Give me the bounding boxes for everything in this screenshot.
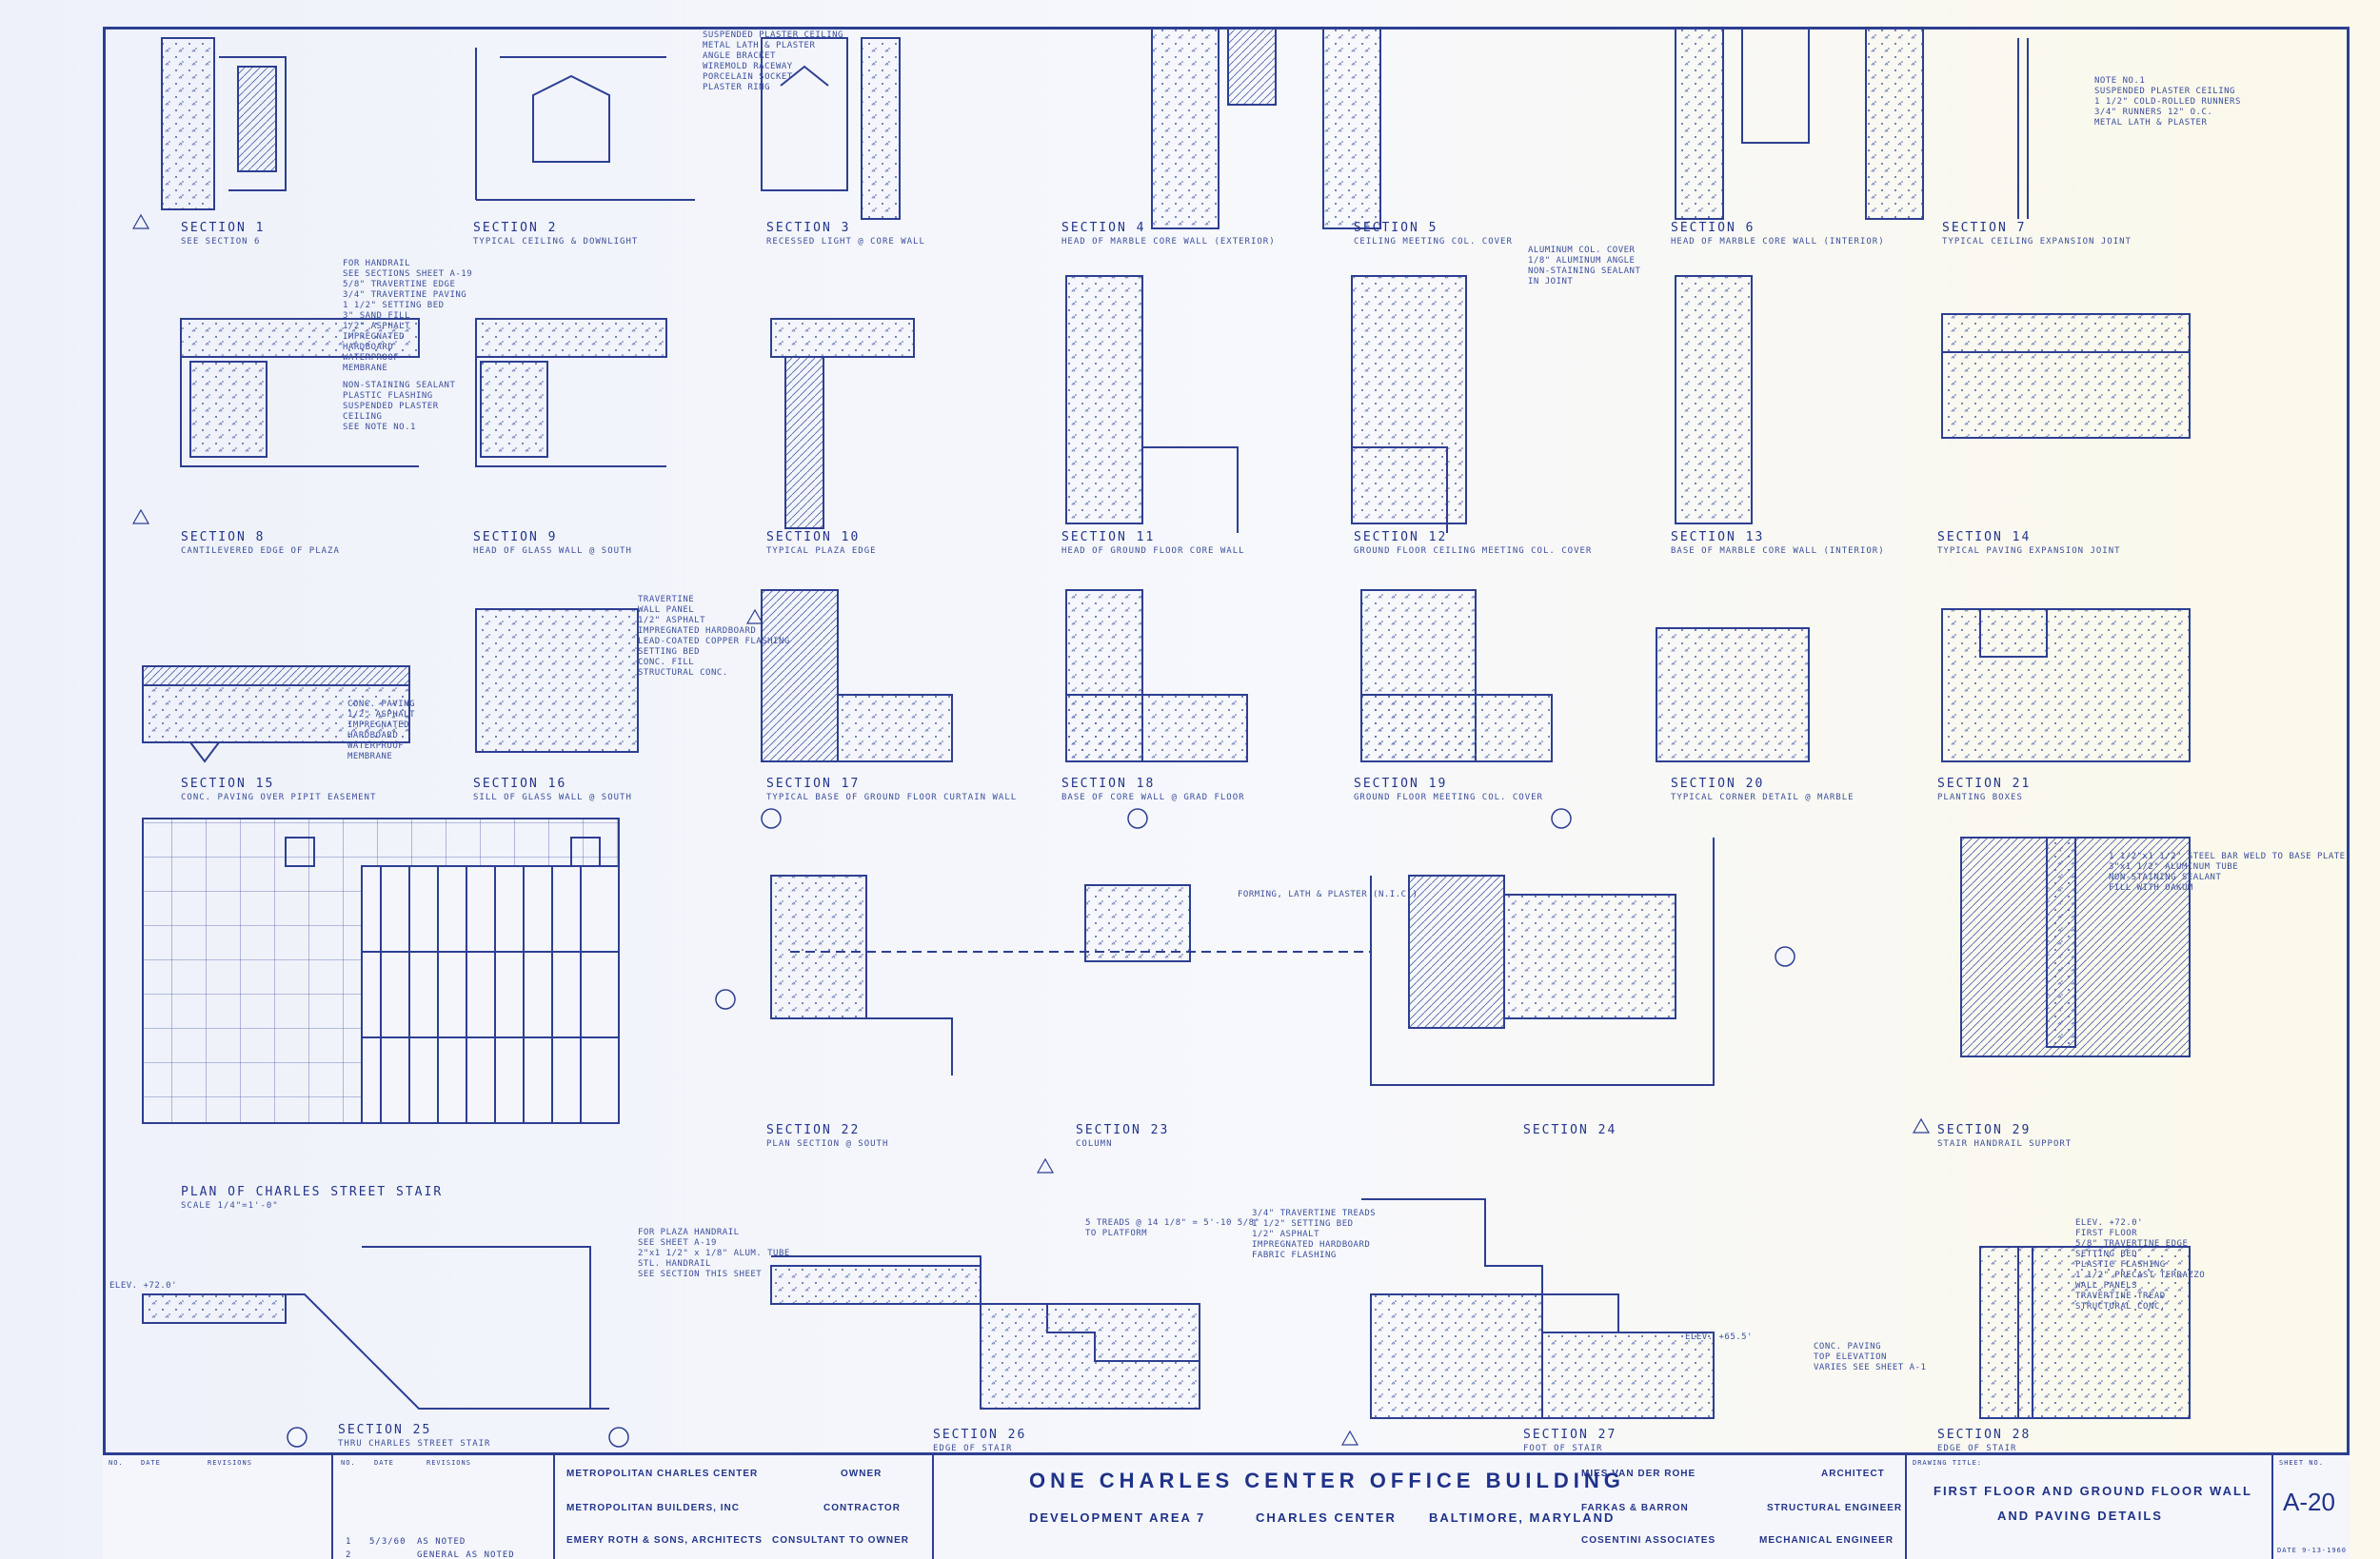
architect-role: ARCHITECT xyxy=(1821,1469,1885,1479)
elevation-mark-1: ELEV. +72.0' xyxy=(109,1281,178,1291)
charles-center: CHARLES CENTER xyxy=(1256,1510,1397,1525)
rev-1-no: 1 xyxy=(346,1537,352,1547)
consultants-block: MIES VAN DER ROHE ARCHITECT FARKAS & BAR… xyxy=(1564,1455,1907,1559)
note-forming: FORMING, LATH & PLASTER (N.I.C.) xyxy=(1238,890,1418,899)
note-travertine-treads: 3/4" TRAVERTINE TREADS 1 1/2" SETTING BE… xyxy=(1252,1209,1377,1260)
sheet-date: DATE 9-13-1960 xyxy=(2277,1547,2348,1554)
note-steel-bar: 1 1/2"x1 1/2" STEEL BAR WELD TO BASE PLA… xyxy=(2109,852,2346,893)
mechanical-engineer-name: COSENTINI ASSOCIATES xyxy=(1581,1535,1716,1546)
revision-triangles xyxy=(131,213,1931,1446)
row3-details xyxy=(142,589,2191,763)
rev-header-revisions-2: REVISIONS xyxy=(426,1459,471,1467)
development-area: DEVELOPMENT AREA 7 xyxy=(1029,1510,1206,1525)
owner-name: METROPOLITAN CHARLES CENTER xyxy=(566,1469,759,1479)
architect-name: MIES VAN DER ROHE xyxy=(1581,1469,1696,1479)
section-24-label: SECTION 24 xyxy=(1523,1123,1617,1137)
contractor-name: METROPOLITAN BUILDERS, INC xyxy=(566,1503,740,1513)
rev-header-date-2: DATE xyxy=(374,1459,394,1467)
row2-details xyxy=(180,275,2191,533)
project-title: ONE CHARLES CENTER OFFICE BUILDING xyxy=(1029,1469,1625,1492)
plan-sections xyxy=(770,837,2191,1086)
drawing-title-line-2: AND PAVING DETAILS xyxy=(1997,1509,2163,1523)
drawing-title-block: DRAWING TITLE: FIRST FLOOR AND GROUND FL… xyxy=(1907,1455,2273,1559)
title-block: NO. DATE REVISIONS NO. DATE REVISIONS 1 … xyxy=(103,1452,2350,1559)
parties-block: METROPOLITAN CHARLES CENTER OWNER METROP… xyxy=(555,1455,934,1559)
note-handrail-paving: FOR HANDRAIL SEE SECTIONS SHEET A-19 5/8… xyxy=(343,259,473,373)
note-plaza-handrail: FOR PLAZA HANDRAIL SEE SHEET A-19 2"x1 1… xyxy=(638,1228,790,1279)
rev-2-no: 2 xyxy=(346,1550,352,1559)
drawing-title-label: DRAWING TITLE: xyxy=(1913,1459,1983,1467)
rev-2-text: GENERAL AS NOTED xyxy=(417,1550,515,1559)
rev-header-date: DATE xyxy=(141,1459,161,1467)
note-col-cover: ALUMINUM COL. COVER 1/8" ALUMINUM ANGLE … xyxy=(1528,246,1641,286)
structural-engineer-role: STRUCTURAL ENGINEER xyxy=(1767,1503,1903,1513)
stair-sections xyxy=(142,1198,2191,1419)
elevation-mark-2: ELEV. +65.5' xyxy=(1685,1332,1754,1342)
sheet-number-block: SHEET NO. A-20 DATE 9-13-1960 xyxy=(2273,1455,2350,1559)
sheet-number: A-20 xyxy=(2283,1488,2335,1516)
plan-grid xyxy=(142,818,620,1124)
note-sealant: NON-STAINING SEALANT PLASTIC FLASHING SU… xyxy=(343,381,456,432)
note-edge-of-stair: ELEV. +72.0' FIRST FLOOR 5/8" TRAVERTINE… xyxy=(2075,1218,2206,1312)
grid-bubbles xyxy=(287,808,1795,1448)
note-conc-paving-elev: CONC. PAVING TOP ELEVATION VARIES SEE SH… xyxy=(1814,1342,1927,1372)
revisions-block: NO. DATE REVISIONS NO. DATE REVISIONS 1 … xyxy=(103,1455,555,1559)
rev-header-revisions: REVISIONS xyxy=(208,1459,252,1467)
owner-role: OWNER xyxy=(841,1469,883,1479)
drawing-title-line-1: FIRST FLOOR AND GROUND FLOOR WALL xyxy=(1934,1484,2252,1498)
rev-1-text: AS NOTED xyxy=(417,1537,466,1547)
note-ceiling: SUSPENDED PLASTER CEILING METAL LATH & P… xyxy=(703,30,843,92)
note-travertine-wall: TRAVERTINE WALL PANEL 1/2" ASPHALT IMPRE… xyxy=(638,595,790,678)
rev-header-no: NO. xyxy=(109,1459,124,1467)
consultant-name: EMERY ROTH & SONS, ARCHITECTS xyxy=(566,1535,763,1546)
note-no-1: NOTE NO.1 SUSPENDED PLASTER CEILING 1 1/… xyxy=(2094,76,2241,128)
rev-header-no-2: NO. xyxy=(341,1459,356,1467)
project-block: ONE CHARLES CENTER OFFICE BUILDING DEVEL… xyxy=(934,1455,1676,1559)
consultant-role: CONSULTANT TO OWNER xyxy=(772,1535,909,1546)
note-conc-paving: CONC. PAVING 1/2" ASPHALT IMPREGNATED HA… xyxy=(347,700,416,761)
rev-1-date: 5/3/60 xyxy=(369,1537,407,1547)
note-treads: 5 TREADS @ 14 1/8" = 5'-10 5/8" TO PLATF… xyxy=(1085,1218,1260,1238)
mechanical-engineer-role: MECHANICAL ENGINEER xyxy=(1759,1535,1894,1546)
city-state: BALTIMORE, MARYLAND xyxy=(1429,1510,1616,1525)
structural-engineer-name: FARKAS & BARRON xyxy=(1581,1503,1689,1513)
row1-details xyxy=(161,28,2029,229)
sheet-number-label: SHEET NO. xyxy=(2279,1459,2324,1467)
contractor-role: CONTRACTOR xyxy=(823,1503,901,1513)
